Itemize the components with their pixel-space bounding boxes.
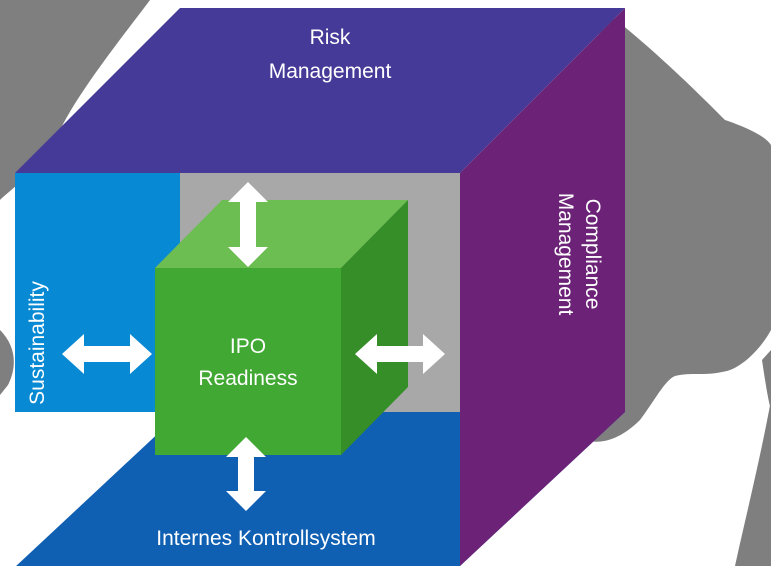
internes-kontrollsystem-label: Internes Kontrollsystem bbox=[156, 527, 375, 550]
ipo-label-line2: Readiness bbox=[198, 367, 297, 390]
sustainability-label: Sustainability bbox=[26, 281, 49, 405]
risk-management-face bbox=[15, 8, 625, 173]
green-cube-front bbox=[155, 268, 341, 455]
arrow-left-right-right bbox=[355, 334, 445, 374]
ipo-label-line1: IPO bbox=[230, 335, 266, 358]
background-shape-left bbox=[0, 0, 150, 200]
compliance-label-line2: Management bbox=[554, 193, 577, 316]
arrow-up-down-bottom bbox=[226, 437, 266, 511]
compliance-label: Compliance Management bbox=[554, 193, 604, 316]
background-shape-right-edge bbox=[762, 350, 771, 410]
compliance-label-line1: Compliance bbox=[581, 199, 604, 310]
background-shape-right-low bbox=[735, 400, 771, 566]
background-shape-left-low bbox=[0, 330, 14, 395]
compliance-management-face bbox=[460, 8, 625, 566]
sustainability-label-text: Sustainability bbox=[26, 281, 49, 405]
arrow-left-right-left bbox=[62, 334, 152, 374]
green-cube-side bbox=[341, 200, 408, 455]
left-bottom-seam bbox=[14, 411, 181, 566]
risk-label-line1: Risk bbox=[310, 26, 351, 49]
arrows bbox=[62, 182, 445, 511]
ipo-readiness-cube bbox=[155, 200, 408, 455]
green-cube-top bbox=[155, 200, 408, 268]
arrow-up-down-top bbox=[228, 182, 268, 267]
risk-label-line2: Management bbox=[269, 60, 392, 83]
